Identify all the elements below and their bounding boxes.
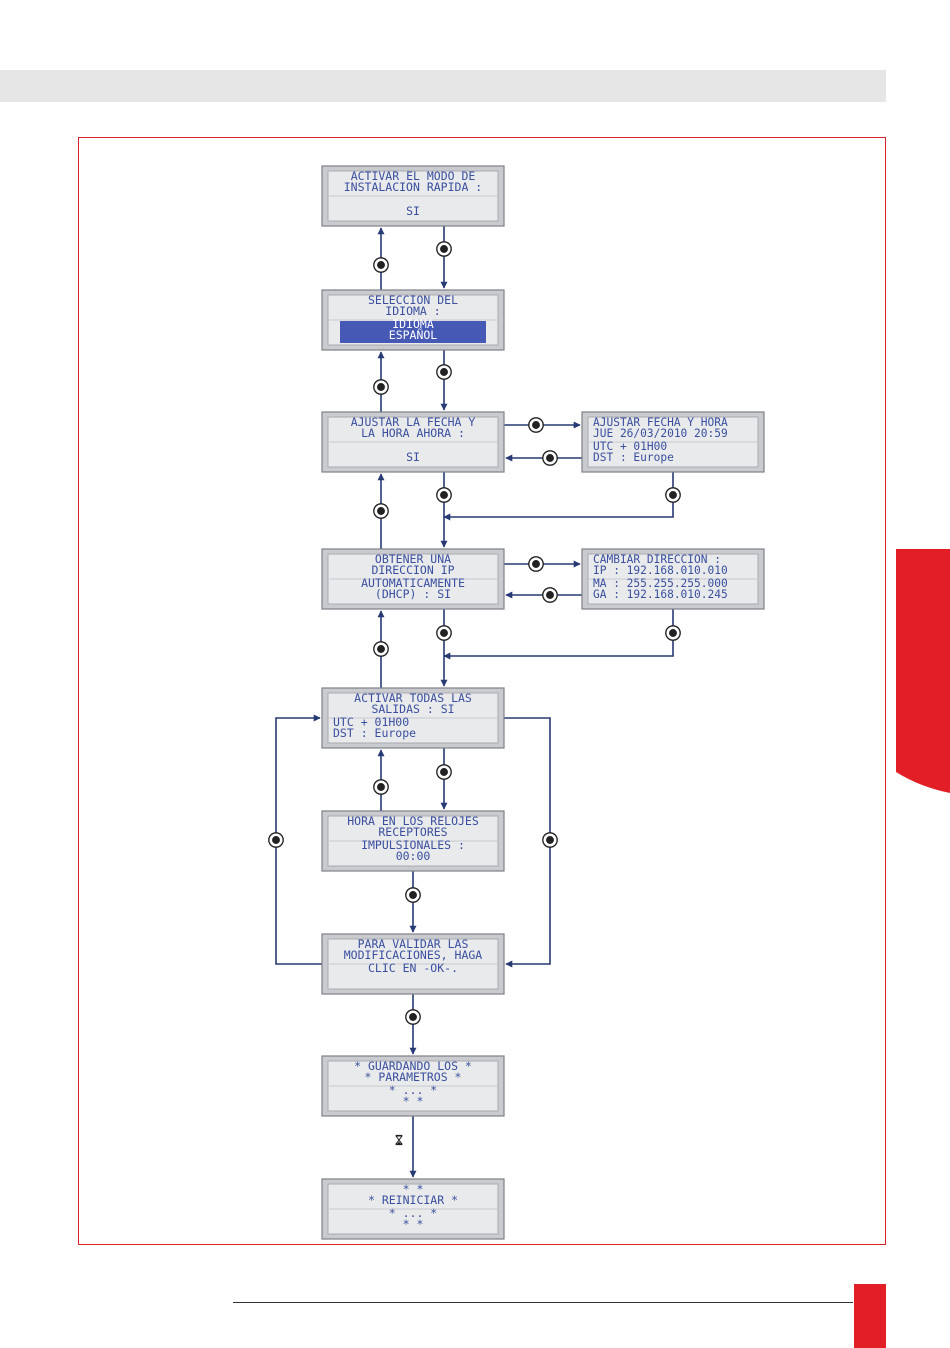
lcd-line-1: AJUSTAR FECHA Y HORA — [593, 416, 728, 429]
lcd-line-3: * ... * — [389, 1083, 437, 1097]
return-arrow — [443, 609, 674, 660]
ok-button-icon — [373, 779, 389, 795]
lcd-line-2: LA HORA AHORA : — [361, 426, 465, 440]
header-band — [0, 70, 886, 102]
footer-rule — [233, 1302, 853, 1303]
lcd-line-1: CAMBIAR DIRECCION : — [593, 553, 721, 566]
lcd-line-1: HORA EN LOS RELOJES — [347, 814, 479, 828]
lcd-line-1: SELECCION DEL — [368, 293, 458, 307]
lcd-line-3: UTC + 01H00 — [593, 440, 667, 453]
lcd-line-2: IP : 192.168.010.010 — [593, 564, 728, 577]
lcd-screen-restart: * ** REINICIAR ** ... ** * — [321, 1178, 505, 1240]
lcd-line-1: PARA VALIDAR LAS — [358, 937, 469, 951]
ok-button-icon — [436, 364, 452, 380]
lcd-screen-set-datetime: AJUSTAR LA FECHA YLA HORA AHORA : SI — [321, 411, 505, 473]
lcd-line-1: ACTIVAR EL MODO DE — [351, 169, 476, 183]
ok-button-icon — [373, 641, 389, 657]
ok-button-icon — [436, 241, 452, 257]
lcd-line-2: SALIDAS : SI — [371, 702, 454, 716]
lcd-line-4: DST : Europe — [333, 726, 416, 740]
lcd-screen-ip-edit: CAMBIAR DIRECCION :IP : 192.168.010.010M… — [581, 548, 765, 610]
ok-button-icon — [665, 487, 681, 503]
lcd-line-4: (DHCP) : SI — [375, 587, 451, 601]
lcd-line-4: SI — [406, 204, 420, 218]
lcd-line-4: * * — [403, 1217, 424, 1231]
language-tab-label: ESPAÑOL — [863, 611, 886, 709]
lcd-line-2: MODIFICACIONES, HAGA — [344, 948, 483, 962]
ok-button-icon — [542, 832, 558, 848]
ok-button-icon — [436, 487, 452, 503]
lcd-line-3: CLIC EN -OK-. — [368, 961, 458, 975]
return-arrow — [443, 472, 674, 521]
lcd-line-2: INSTALACION RAPIDA : — [344, 180, 482, 194]
lcd-line-4: SI — [406, 450, 420, 464]
ok-button-icon — [405, 1009, 421, 1025]
lcd-line-4: ESPAÑOL — [389, 327, 438, 342]
lcd-screen-receiver-time: HORA EN LOS RELOJESRECEPTORESIMPULSIONAL… — [321, 810, 505, 872]
ok-button-icon — [436, 625, 452, 641]
lcd-line-2: RECEPTORES — [378, 825, 447, 839]
ok-button-icon — [373, 503, 389, 519]
lcd-line-3: IDIOMA — [392, 317, 434, 331]
diagram-frame — [78, 137, 886, 1245]
ok-button-icon — [542, 450, 558, 466]
lcd-line-1: * * — [403, 1182, 424, 1196]
ok-button-icon — [373, 379, 389, 395]
lcd-line-3: IMPULSIONALES : — [361, 838, 465, 852]
lcd-line-3: MA : 255.255.255.000 — [593, 577, 728, 590]
lcd-line-3: AUTOMATICAMENTE — [361, 576, 465, 590]
ok-button-icon — [542, 587, 558, 603]
lcd-line-1: AJUSTAR LA FECHA Y — [351, 415, 476, 429]
lcd-line-2: IDIOMA : — [385, 304, 440, 318]
hourglass-icon — [395, 1134, 403, 1146]
lcd-line-4: DST : Europe — [593, 451, 674, 464]
ok-button-icon — [665, 625, 681, 641]
lcd-line-1: ACTIVAR TODAS LAS — [354, 691, 472, 705]
footer-page-marker — [854, 1284, 886, 1348]
lcd-line-3: UTC + 01H00 — [333, 715, 409, 729]
ok-button-icon — [373, 257, 389, 273]
ok-button-icon — [436, 764, 452, 780]
lcd-line-4: GA : 192.168.010.245 — [593, 588, 728, 601]
lcd-line-4: * * — [403, 1094, 424, 1108]
lcd-line-3: * ... * — [389, 1206, 437, 1220]
lcd-line-1: * GUARDANDO LOS * — [354, 1059, 472, 1073]
lcd-line-2: DIRECCION IP — [371, 563, 454, 577]
lcd-screen-saving: * GUARDANDO LOS ** PARAMETROS ** ... ** … — [321, 1055, 505, 1117]
lcd-line-4: 00:00 — [396, 849, 431, 863]
ok-button-icon — [528, 417, 544, 433]
lcd-line-2: * PARAMETROS * — [365, 1070, 462, 1084]
lcd-line-1: OBTENER UNA — [375, 552, 451, 566]
lcd-line-2: JUE 26/03/2010 20:59 — [593, 427, 728, 440]
lcd-line-2: * REINICIAR * — [368, 1193, 458, 1207]
ok-button-icon — [405, 887, 421, 903]
ok-button-icon — [528, 556, 544, 572]
ok-button-icon — [268, 832, 284, 848]
